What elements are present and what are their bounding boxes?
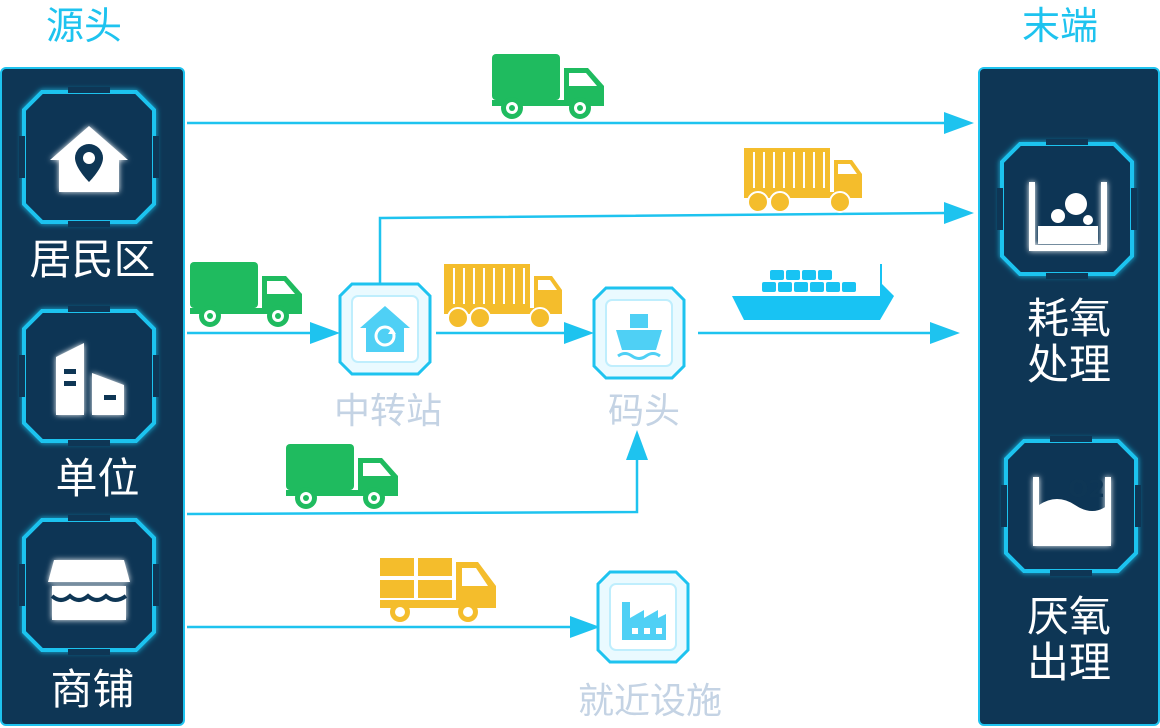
source-heading: 源头 xyxy=(46,4,123,48)
arrowhead xyxy=(626,430,648,460)
flow-line-unit-to-dock xyxy=(186,458,639,516)
end-label-aerobic-line1: 耗氧 xyxy=(1026,294,1111,343)
transfer-station-icon xyxy=(340,284,430,374)
cargo-ship-icon xyxy=(732,264,894,320)
end-heading: 末端 xyxy=(1022,4,1099,48)
source-label-residential: 居民区 xyxy=(29,235,156,284)
o2-badge: O2 xyxy=(1068,475,1106,503)
yellow-box-truck-icon xyxy=(380,558,496,622)
factory-icon xyxy=(598,572,688,662)
arrowhead xyxy=(944,112,974,134)
arrowhead xyxy=(570,616,600,638)
arrowhead xyxy=(564,322,594,344)
ship-dock-icon xyxy=(594,288,684,378)
flow-line-transfer-to-end xyxy=(378,211,947,288)
yellow-container-truck-icon xyxy=(443,263,563,329)
arrowheads xyxy=(310,112,974,638)
aerobic-tank-icon xyxy=(1000,142,1134,276)
green-truck-icon xyxy=(492,54,604,119)
arrowhead xyxy=(930,322,960,344)
green-truck-icon xyxy=(286,444,398,509)
source-label-shop: 商铺 xyxy=(50,665,135,714)
node-label-nearby-facility: 就近设施 xyxy=(577,681,722,722)
arrowhead xyxy=(310,322,340,344)
node-label-transfer-station: 中转站 xyxy=(333,391,442,432)
end-label-aerobic-line2: 处理 xyxy=(1026,340,1111,389)
yellow-container-truck-icon xyxy=(743,147,863,213)
house-location-icon xyxy=(22,90,156,224)
end-label-anaerobic-line2: 出理 xyxy=(1026,638,1111,687)
shop-awning-icon xyxy=(22,518,156,652)
end-label-anaerobic-line1: 厌氧 xyxy=(1026,592,1111,641)
source-label-unit: 单位 xyxy=(55,454,140,503)
node-label-dock: 码头 xyxy=(607,391,680,432)
office-building-icon xyxy=(22,309,156,443)
green-truck-icon xyxy=(190,262,302,327)
anaerobic-tank-icon xyxy=(1004,439,1138,573)
flow-lines xyxy=(186,121,947,629)
arrowhead xyxy=(944,202,974,224)
